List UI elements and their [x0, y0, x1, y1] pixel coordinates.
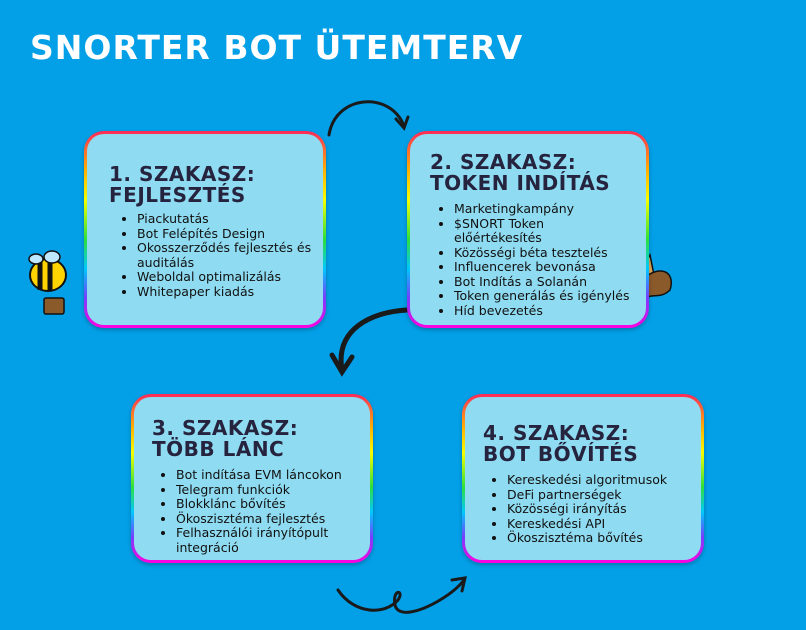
- phase-3-title-line-2: Több lánc: [152, 437, 285, 461]
- phase-2-title-line-2: Token indítás: [430, 171, 611, 195]
- phase-3-title-line-1: 3. Szakasz:: [152, 416, 299, 440]
- phase-1-card-body: 1. Szakasz:Fejlesztés Piackutatás Bot Fe…: [87, 134, 323, 325]
- list-item: Közösségi irányítás: [507, 501, 701, 517]
- list-item: Felhasználói irányítópult integráció: [176, 525, 366, 555]
- phase-1-list: Piackutatás Bot Felépítés Design Okossze…: [109, 211, 323, 300]
- list-item: Weboldal optimalizálás: [137, 269, 323, 285]
- list-item: Okosszerződés fejlesztés és auditálás: [137, 240, 323, 270]
- list-item: Ökoszisztéma bővítés: [507, 530, 701, 546]
- list-item: Ökoszisztéma fejlesztés: [176, 511, 366, 527]
- list-item: Blokklánc bővítés: [176, 496, 366, 512]
- bee-icon: [28, 250, 67, 315]
- list-item: Kereskedési algoritmusok: [507, 472, 701, 488]
- arrow-down-icon: [329, 307, 410, 377]
- phase-3-title: 3. Szakasz:Több lánc: [152, 418, 370, 460]
- phase-2-title-line-1: 2. Szakasz:: [430, 150, 577, 174]
- list-item: Bot Indítás a Solanán: [454, 274, 624, 290]
- arrow-right-icon: [327, 100, 410, 137]
- phase-1-title-line-2: Fejlesztés: [109, 183, 246, 207]
- list-item: DeFi partnerségek: [507, 487, 701, 503]
- phase-3-list: Bot indítása EVM láncokon Telegram funkc…: [152, 467, 366, 555]
- phase-4-title: 4. Szakasz:Bot bővítés: [483, 423, 701, 465]
- list-item: $SNORT Token előértékesítés: [454, 216, 624, 246]
- list-item: Whitepaper kiadás: [137, 284, 323, 300]
- phase-4-title-line-1: 4. Szakasz:: [483, 421, 630, 445]
- phase-4-title-line-2: Bot bővítés: [483, 442, 639, 466]
- phase-1-title: 1. Szakasz:Fejlesztés: [109, 164, 323, 206]
- list-item: Piackutatás: [137, 211, 323, 227]
- page-title: Snorter Bot ütemterv: [30, 28, 524, 67]
- phase-4-card: 4. Szakasz:Bot bővítés Kereskedési algor…: [462, 394, 704, 563]
- list-item: Közösségi béta tesztelés: [454, 245, 624, 261]
- list-item: Bot indítása EVM láncokon: [176, 467, 366, 483]
- list-item: Token generálás és igénylés: [454, 288, 629, 304]
- list-item: Influencerek bevonása: [454, 259, 624, 275]
- list-item: Telegram funkciók: [176, 482, 366, 498]
- phase-1-title-line-1: 1. Szakasz:: [109, 162, 256, 186]
- phase-4-card-body: 4. Szakasz:Bot bővítés Kereskedési algor…: [465, 397, 701, 560]
- phase-2-title: 2. Szakasz:Token indítás: [430, 152, 646, 194]
- list-item: Marketingkampány: [454, 201, 624, 217]
- phase-2-card: 2. Szakasz:Token indítás Marketingkampán…: [407, 131, 649, 328]
- phase-3-card-body: 3. Szakasz:Több lánc Bot indítása EVM lá…: [134, 397, 370, 560]
- phase-2-card-body: 2. Szakasz:Token indítás Marketingkampán…: [410, 134, 646, 325]
- list-item: Bot Felépítés Design: [137, 226, 323, 242]
- squiggle-arrow-icon: [336, 576, 467, 614]
- phase-2-list: Marketingkampány $SNORT Token előértékes…: [430, 201, 629, 319]
- list-item: Kereskedési API: [507, 516, 701, 532]
- list-item: Híd bevezetés: [454, 303, 624, 319]
- phase-3-card: 3. Szakasz:Több lánc Bot indítása EVM lá…: [131, 394, 373, 563]
- phase-4-list: Kereskedési algoritmusok DeFi partnerség…: [483, 472, 701, 546]
- phase-1-card: 1. Szakasz:Fejlesztés Piackutatás Bot Fe…: [84, 131, 326, 328]
